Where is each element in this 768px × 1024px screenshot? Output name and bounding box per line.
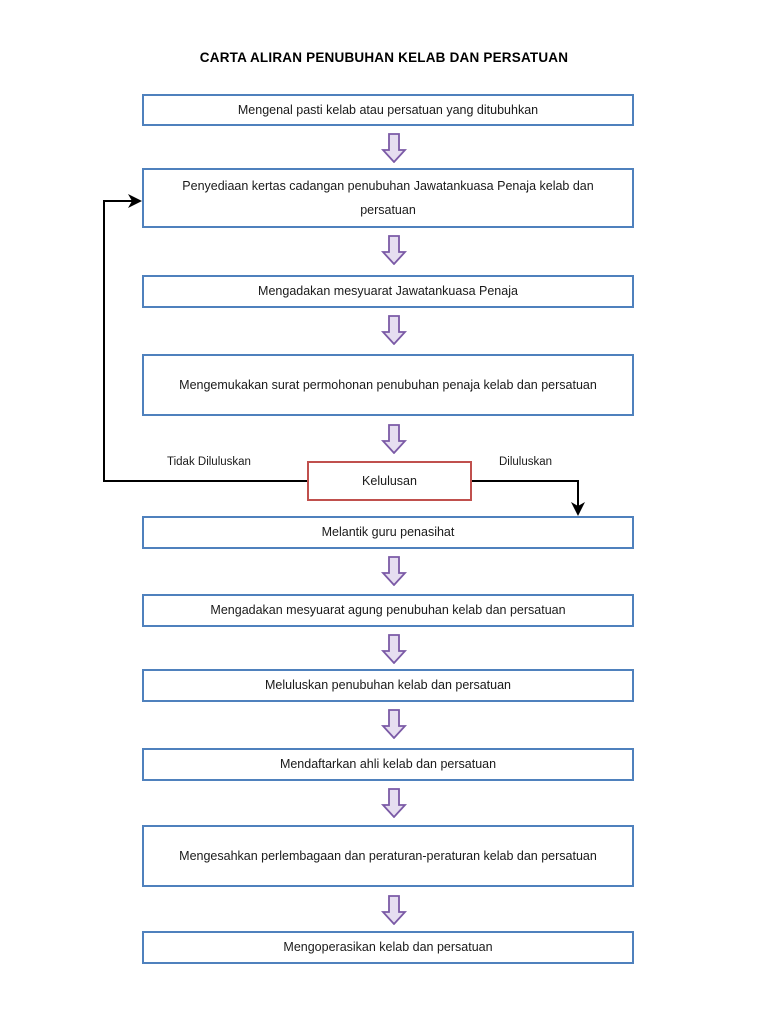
flow-node-4-label: Mengemukakan surat permohonan penubuhan … [179, 377, 597, 392]
flow-node-7-label: Mengadakan mesyuarat agung penubuhan kel… [210, 603, 566, 618]
down-block-arrow [381, 634, 407, 664]
flow-node-9-label: Mendaftarkan ahli kelab dan persatuan [279, 757, 497, 772]
down-block-arrow [381, 709, 407, 739]
approve-branch-arrowhead [569, 500, 587, 518]
flow-node-1-label: Mengenal pasti kelab atau persatuan yang… [237, 102, 539, 117]
flow-node-6[interactable]: Melantik guru penasihat [142, 516, 634, 549]
flow-node-3-label: Mengadakan mesyuarat Jawatankuasa Penaja [258, 284, 518, 299]
approve-branch-label: Diluluskan [497, 456, 555, 468]
flow-node-8-label: Meluluskan penubuhan kelab dan persatuan [264, 678, 512, 693]
flow-node-11[interactable]: Mengoperasikan kelab dan persatuan [142, 931, 634, 964]
down-block-arrow [381, 895, 407, 925]
down-block-arrow [381, 556, 407, 586]
page-title: CARTA ALIRAN PENUBUHAN KELAB DAN PERSATU… [199, 50, 569, 65]
down-block-arrow [381, 133, 407, 163]
flow-node-1[interactable]: Mengenal pasti kelab atau persatuan yang… [142, 94, 634, 126]
flow-node-11-label: Mengoperasikan kelab dan persatuan [283, 940, 493, 955]
decision-node-kelulusan[interactable]: Kelulusan [307, 461, 472, 501]
flow-node-2-label: Penyediaan kertas cadangan penubuhan Jaw… [182, 178, 594, 217]
reject-branch-arrowhead [126, 192, 144, 210]
flow-node-9[interactable]: Mendaftarkan ahli kelab dan persatuan [142, 748, 634, 781]
approve-branch-horizontal-line [471, 480, 579, 482]
flow-node-10[interactable]: Mengesahkan perlembagaan dan peraturan-p… [142, 825, 634, 887]
flow-node-2[interactable]: Penyediaan kertas cadangan penubuhan Jaw… [142, 168, 634, 228]
down-block-arrow [381, 424, 407, 454]
down-block-arrow [381, 788, 407, 818]
reject-branch-vertical-line [103, 200, 105, 482]
flow-node-7[interactable]: Mengadakan mesyuarat agung penubuhan kel… [142, 594, 634, 627]
flow-node-8[interactable]: Meluluskan penubuhan kelab dan persatuan [142, 669, 634, 702]
reject-branch-horizontal-line [103, 480, 308, 482]
flow-node-6-label: Melantik guru penasihat [321, 525, 455, 540]
approve-branch-vertical-line [577, 480, 579, 507]
down-block-arrow [381, 315, 407, 345]
flow-node-10-label: Mengesahkan perlembagaan dan peraturan-p… [179, 848, 597, 863]
down-block-arrow [381, 235, 407, 265]
reject-branch-label: Tidak Diluluskan [165, 456, 253, 468]
flow-node-3[interactable]: Mengadakan mesyuarat Jawatankuasa Penaja [142, 275, 634, 308]
flow-node-4[interactable]: Mengemukakan surat permohonan penubuhan … [142, 354, 634, 416]
reject-branch-return-line [103, 200, 133, 202]
decision-node-label: Kelulusan [362, 473, 417, 488]
